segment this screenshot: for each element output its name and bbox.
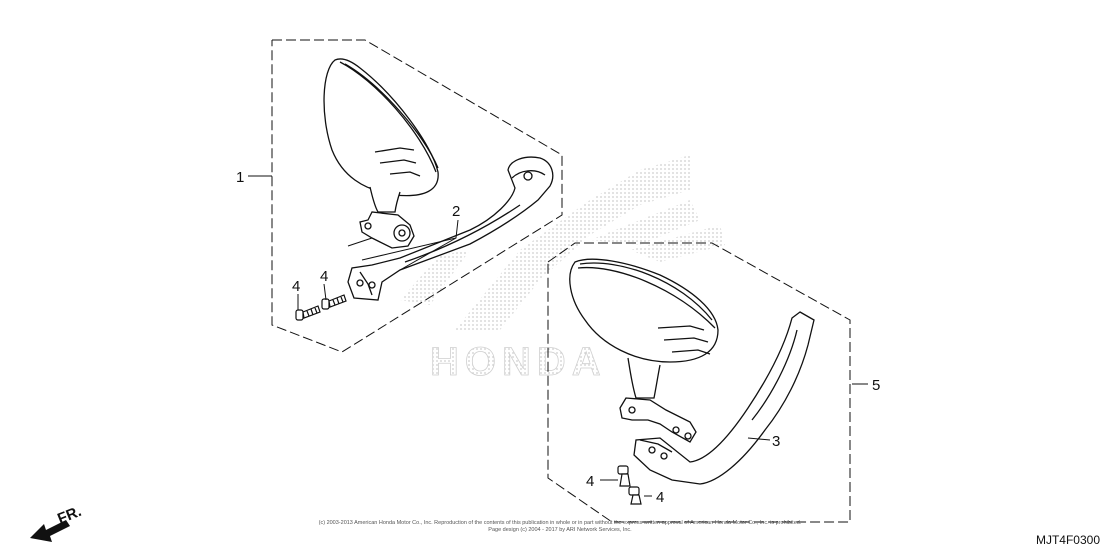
callout-4b: 4 bbox=[320, 268, 328, 285]
screw-4d bbox=[628, 486, 642, 505]
callout-4a: 4 bbox=[292, 278, 300, 295]
callout-5: 5 bbox=[872, 377, 880, 394]
part-3-bracket bbox=[633, 311, 815, 485]
screw-4c bbox=[617, 465, 631, 487]
leader-lines bbox=[248, 175, 868, 497]
honda-watermark-text: HONDA bbox=[430, 340, 607, 384]
group-5-boundary bbox=[547, 242, 851, 523]
right-mirror bbox=[569, 258, 719, 399]
callout-4d: 4 bbox=[656, 489, 664, 506]
left-mirror-mount bbox=[359, 211, 415, 249]
front-direction-arrow-icon: FR. bbox=[30, 503, 84, 542]
group-1-boundary bbox=[271, 39, 563, 353]
left-mirror bbox=[323, 58, 439, 213]
right-mirror-mount bbox=[619, 397, 697, 443]
part-2-bracket bbox=[347, 156, 554, 301]
callout-4c: 4 bbox=[586, 473, 594, 490]
callout-2: 2 bbox=[452, 203, 460, 220]
front-direction-label: FR. bbox=[55, 503, 84, 528]
callout-1: 1 bbox=[236, 169, 244, 186]
screw-4a bbox=[295, 305, 321, 321]
screw-4b bbox=[321, 294, 347, 310]
copyright-line-1: (c) 2003-2013 American Honda Motor Co., … bbox=[318, 520, 802, 526]
diagram-code: MJT4F0300 bbox=[1035, 533, 1100, 547]
copyright-notice: (c) 2003-2013 American Honda Motor Co., … bbox=[200, 520, 920, 534]
copyright-line-2: Page design (c) 2004 - 2017 by ARI Netwo… bbox=[488, 527, 632, 533]
callout-3: 3 bbox=[772, 433, 780, 450]
